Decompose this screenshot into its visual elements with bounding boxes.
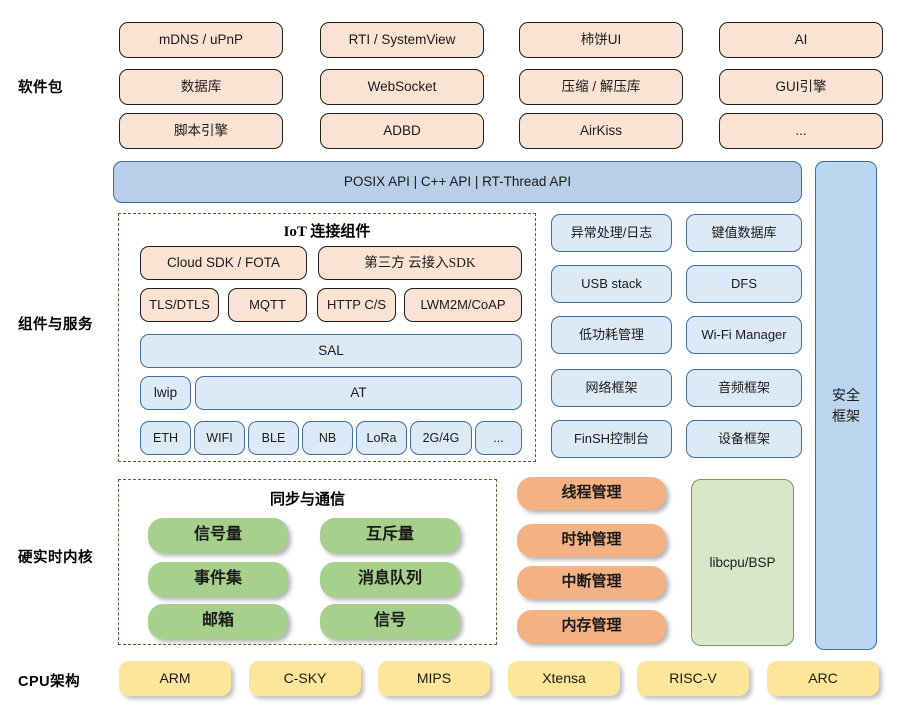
iot-lwip-box[interactable]: lwip (140, 376, 191, 410)
cpu-arch-box[interactable]: Xtensa (508, 661, 620, 696)
component-box[interactable]: 异常处理/日志 (551, 214, 672, 252)
ipc-box[interactable]: 互斥量 (320, 518, 460, 553)
package-box[interactable]: 压缩 / 解压库 (519, 69, 683, 105)
ipc-box[interactable]: 邮箱 (148, 604, 288, 639)
kernel-mgmt-box[interactable]: 时钟管理 (517, 524, 666, 557)
kernel-mgmt-box[interactable]: 中断管理 (517, 566, 666, 599)
ipc-box[interactable]: 信号 (320, 604, 460, 639)
layer-label-packages: 软件包 (18, 80, 63, 96)
package-box[interactable]: AI (719, 22, 883, 58)
component-box[interactable]: 设备框架 (686, 420, 802, 458)
cpu-arch-box[interactable]: ARM (119, 661, 231, 696)
iot-link-box[interactable]: NB (302, 421, 353, 455)
kernel-mgmt-box[interactable]: 线程管理 (517, 477, 666, 510)
component-box[interactable]: DFS (686, 265, 802, 303)
iot-at-box[interactable]: AT (195, 376, 522, 410)
iot-sdk-box[interactable]: Cloud SDK / FOTA (140, 246, 307, 280)
iot-link-box[interactable]: WIFI (194, 421, 245, 455)
iot-protocol-box[interactable]: MQTT (228, 288, 307, 322)
cpu-arch-box[interactable]: C-SKY (249, 661, 361, 696)
kernel-mgmt-box[interactable]: 内存管理 (517, 610, 666, 643)
package-box[interactable]: ADBD (320, 113, 484, 149)
iot-link-box[interactable]: ... (475, 421, 522, 455)
package-box[interactable]: ... (719, 113, 883, 149)
component-box[interactable]: Wi-Fi Manager (686, 316, 802, 354)
cpu-arch-box[interactable]: MIPS (378, 661, 490, 696)
package-box[interactable]: 数据库 (119, 69, 283, 105)
layer-label-kernel: 硬实时内核 (18, 550, 93, 566)
security-framework-line1: 安全 (832, 387, 860, 404)
ipc-box[interactable]: 信号量 (148, 518, 288, 553)
security-framework-line2: 框架 (832, 407, 860, 424)
layer-label-components: 组件与服务 (18, 317, 93, 333)
component-box[interactable]: USB stack (551, 265, 672, 303)
iot-sdk-box[interactable]: 第三方 云接入SDK (318, 246, 522, 280)
layer-label-cpu: CPU架构 (18, 674, 81, 690)
iot-protocol-box[interactable]: TLS/DTLS (140, 288, 219, 322)
iot-link-box[interactable]: 2G/4G (410, 421, 472, 455)
ipc-box[interactable]: 事件集 (148, 562, 288, 597)
component-box[interactable]: FinSH控制台 (551, 420, 672, 458)
security-framework-box[interactable]: 安全 框架 (815, 161, 877, 650)
package-box[interactable]: 柿饼UI (519, 22, 683, 58)
iot-link-box[interactable]: LoRa (356, 421, 407, 455)
component-box[interactable]: 低功耗管理 (551, 316, 672, 354)
package-box[interactable]: RTI / SystemView (320, 22, 484, 58)
iot-group-frame (118, 213, 536, 462)
cpu-arch-box[interactable]: RISC-V (637, 661, 749, 696)
iot-sal-box[interactable]: SAL (140, 334, 522, 368)
iot-protocol-box[interactable]: HTTP C/S (317, 288, 396, 322)
iot-protocol-box[interactable]: LWM2M/CoAP (404, 288, 522, 322)
cpu-arch-box[interactable]: ARC (767, 661, 879, 696)
iot-link-box[interactable]: ETH (140, 421, 191, 455)
package-box[interactable]: 脚本引擎 (119, 113, 283, 149)
api-bar[interactable]: POSIX API | C++ API | RT-Thread API (113, 161, 802, 203)
iot-group-title: IoT 连接组件 (283, 224, 371, 240)
component-box[interactable]: 音频框架 (686, 369, 802, 407)
package-box[interactable]: GUI引擎 (719, 69, 883, 105)
component-box[interactable]: 键值数据库 (686, 214, 802, 252)
component-box[interactable]: 网络框架 (551, 369, 672, 407)
libcpu-bsp-box[interactable]: libcpu/BSP (691, 479, 794, 646)
package-box[interactable]: AirKiss (519, 113, 683, 149)
ipc-group-title: 同步与通信 (269, 492, 345, 508)
ipc-box[interactable]: 消息队列 (320, 562, 460, 597)
package-box[interactable]: mDNS / uPnP (119, 22, 283, 58)
ipc-group-frame (118, 479, 497, 645)
package-box[interactable]: WebSocket (320, 69, 484, 105)
iot-link-box[interactable]: BLE (248, 421, 299, 455)
